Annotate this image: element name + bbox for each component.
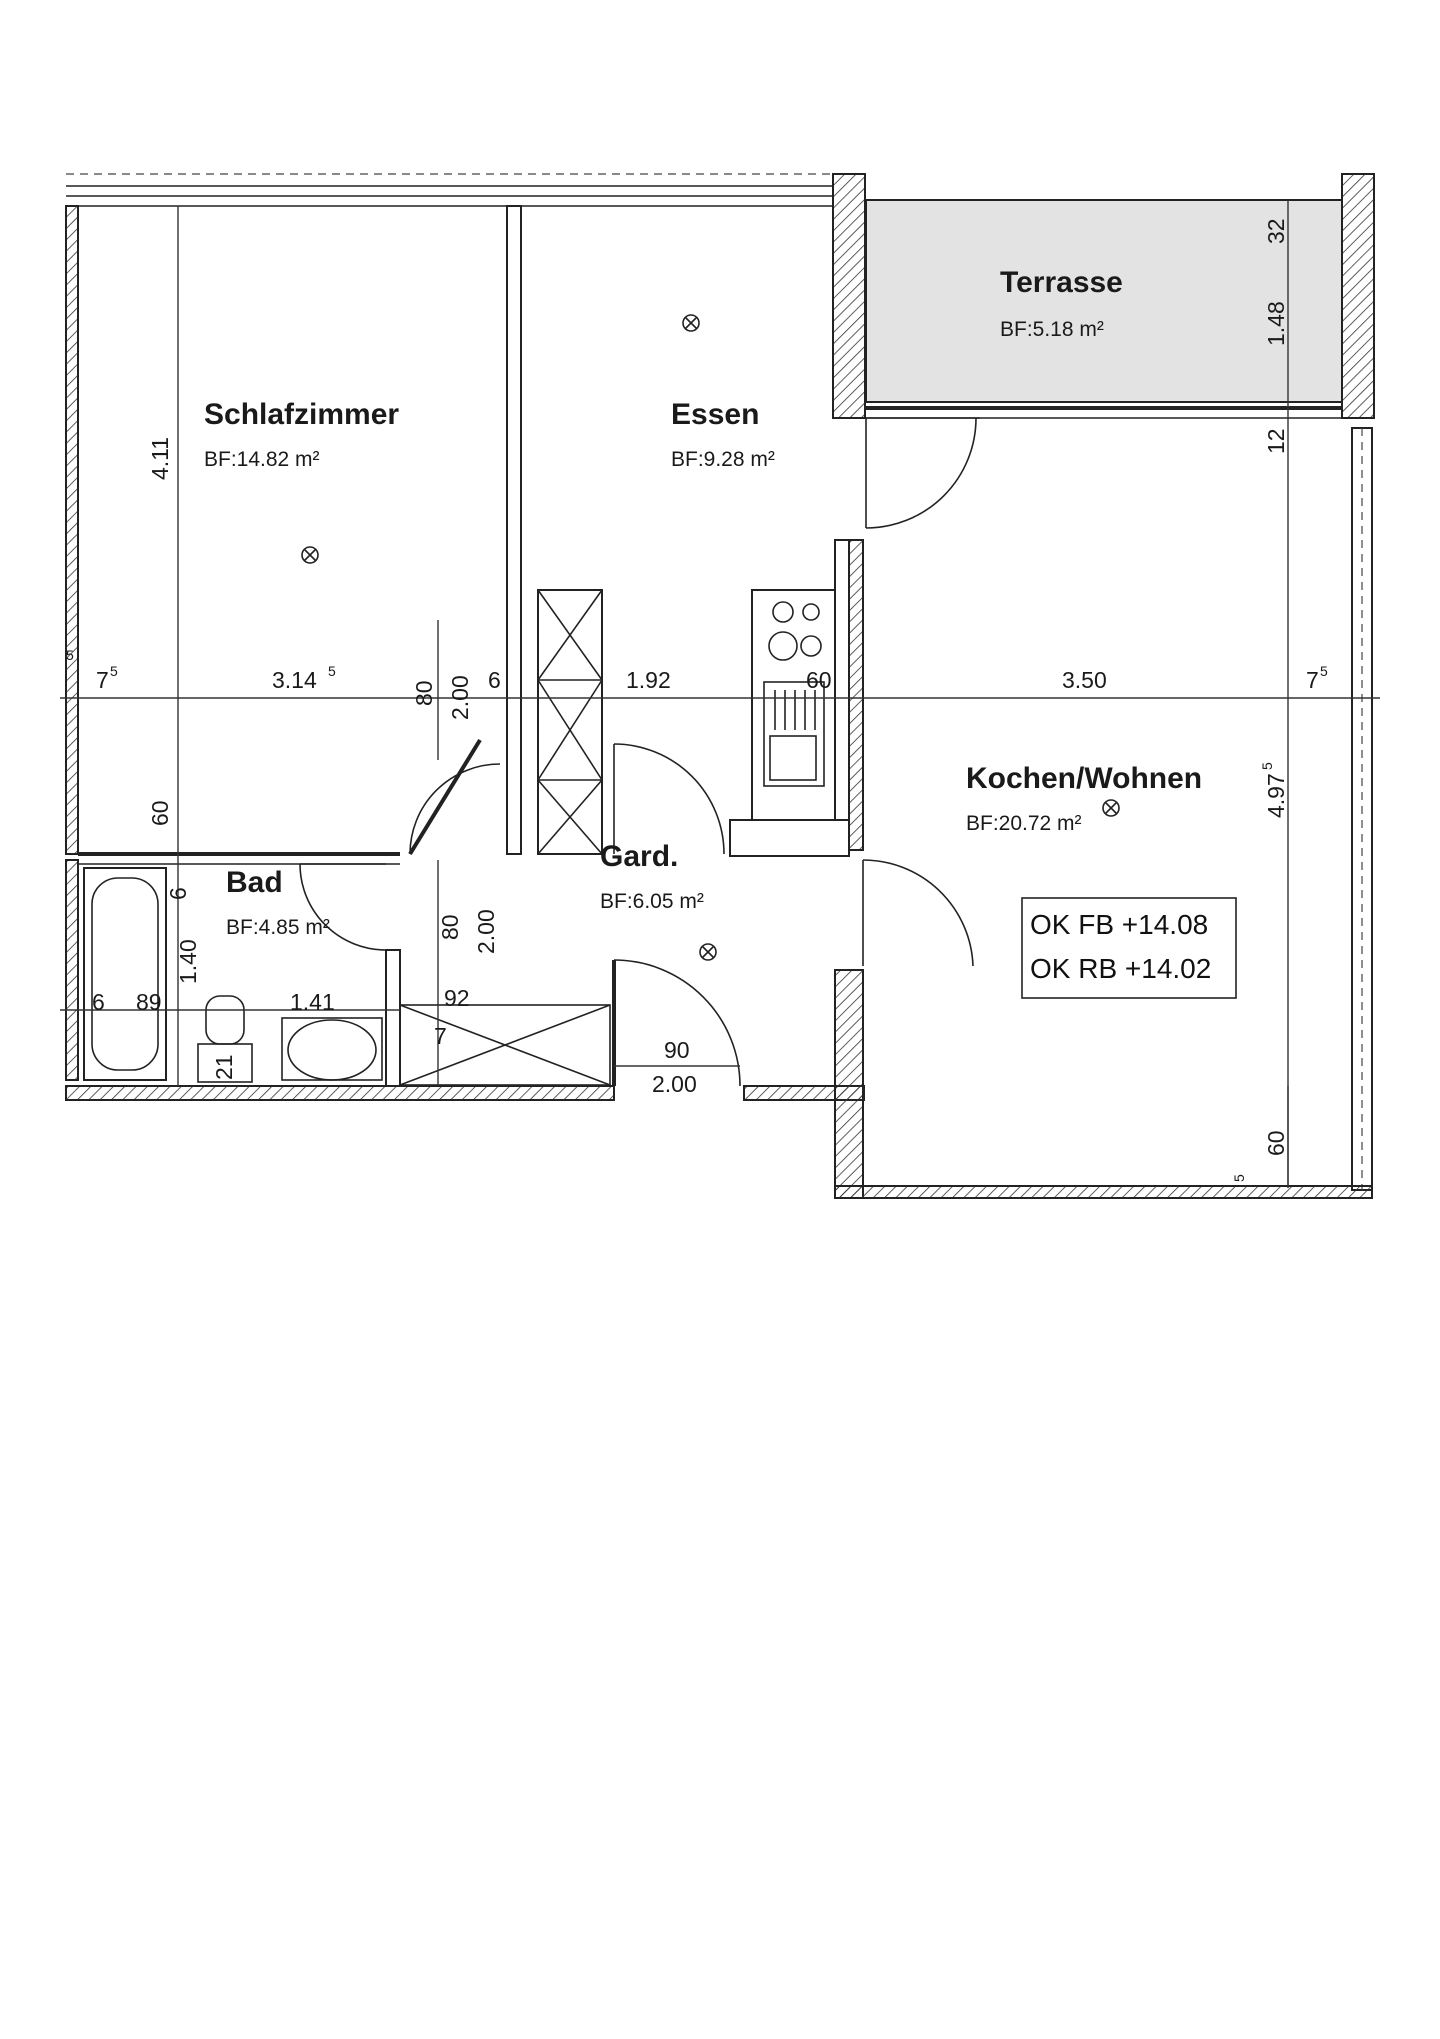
label-bad: Bad [226,866,283,899]
light-kochen [1102,799,1120,817]
dim-6-bad: 6 [165,887,191,900]
left-outer-wall-lower [65,859,79,1081]
sink [763,681,825,787]
dim-200-a: 2.00 [447,675,473,720]
dim-75-right-sup: 5 [1320,663,1328,679]
dim-192: 1.92 [626,667,671,693]
dim-4975: 4.97 [1263,773,1289,818]
dim-21: 21 [211,1054,237,1080]
area-gard: BF:6.05 m² [600,890,704,913]
dim-141: 1.41 [290,989,335,1015]
dim-80-b: 80 [437,914,463,940]
area-essen: BF:9.28 m² [671,448,775,471]
bottom-wall-right [834,1185,1373,1199]
wall-kitchen-counter [848,539,864,851]
level-box [1021,897,1237,999]
dim-5-left: 5 [66,647,74,663]
dim-92: 92 [444,985,470,1011]
kochen-left-lower-wall [834,969,864,1199]
left-outer-wall [65,205,79,855]
bad-right-wall [385,949,401,1087]
label-kochen: Kochen/Wohnen [966,762,1202,795]
dim-3145-sup: 5 [328,663,336,679]
door-bad [299,863,387,951]
dim-140: 1.40 [175,939,201,984]
level-ok-fb: OK FB +14.08 [1030,909,1208,940]
dim-89: 89 [136,989,162,1015]
dim-200-c: 2.00 [652,1071,697,1097]
dim-5-bottom: 5 [1231,1174,1247,1182]
bottom-wall-left [65,1085,615,1101]
dim-12: 12 [1263,428,1289,454]
dim-3145: 3.14 [272,667,317,693]
dim-411: 4.11 [147,437,173,480]
dim-60-bottom: 60 [1263,1130,1289,1156]
door-terrasse [865,417,980,529]
door-essen-gard [613,743,725,855]
terrace-right-wall [1341,173,1375,419]
area-kochen: BF:20.72 m² [966,812,1082,835]
door-schlafzimmer [408,738,501,856]
dim-60-left: 60 [147,800,173,826]
label-schlafzimmer: Schlafzimmer [204,398,399,431]
bathtub [83,867,167,1081]
door-kochen [862,859,974,967]
dim-148: 1.48 [1263,301,1289,346]
dim-60-k: 60 [806,667,832,693]
wardrobe [537,589,603,855]
area-schlafzimmer: BF:14.82 m² [204,448,320,471]
hall-storage [399,1004,611,1086]
dim-75-left-sup: 5 [110,663,118,679]
light-schlafzimmer [301,546,319,564]
top-window-band [66,173,833,207]
toilet [197,995,253,1083]
dim-6-b: 6 [92,989,105,1015]
dim-200-b: 2.00 [473,909,499,954]
dim-4975-sup: 5 [1259,762,1275,770]
light-essen [682,314,700,332]
door-entrance [612,959,741,1087]
terrace-left-wall [832,173,866,419]
level-ok-rb: OK RB +14.02 [1030,953,1211,984]
kitchen-counter [751,589,836,821]
area-bad: BF:4.85 m² [226,916,330,939]
dim-90: 90 [664,1037,690,1063]
dim-7: 7 [434,1023,447,1049]
label-gard: Gard. [600,840,678,873]
kitchen-counter-foot [729,819,850,857]
wall-essen-kochen [834,539,850,851]
dim-75-left: 7 [96,667,109,693]
light-gard [699,943,717,961]
wall-schlaf-essen [506,205,522,855]
terrasse-floor [865,199,1343,403]
label-terrasse: Terrasse [1000,266,1123,299]
area-terrasse: BF:5.18 m² [1000,318,1104,341]
stove [768,601,822,661]
dim-32: 32 [1263,218,1289,244]
washbasin [281,1017,383,1081]
dim-350: 3.50 [1062,667,1107,693]
dim-75-right: 7 [1306,667,1319,693]
dim-6: 6 [488,667,501,693]
label-essen: Essen [671,398,759,431]
dim-80-a: 80 [411,680,437,706]
